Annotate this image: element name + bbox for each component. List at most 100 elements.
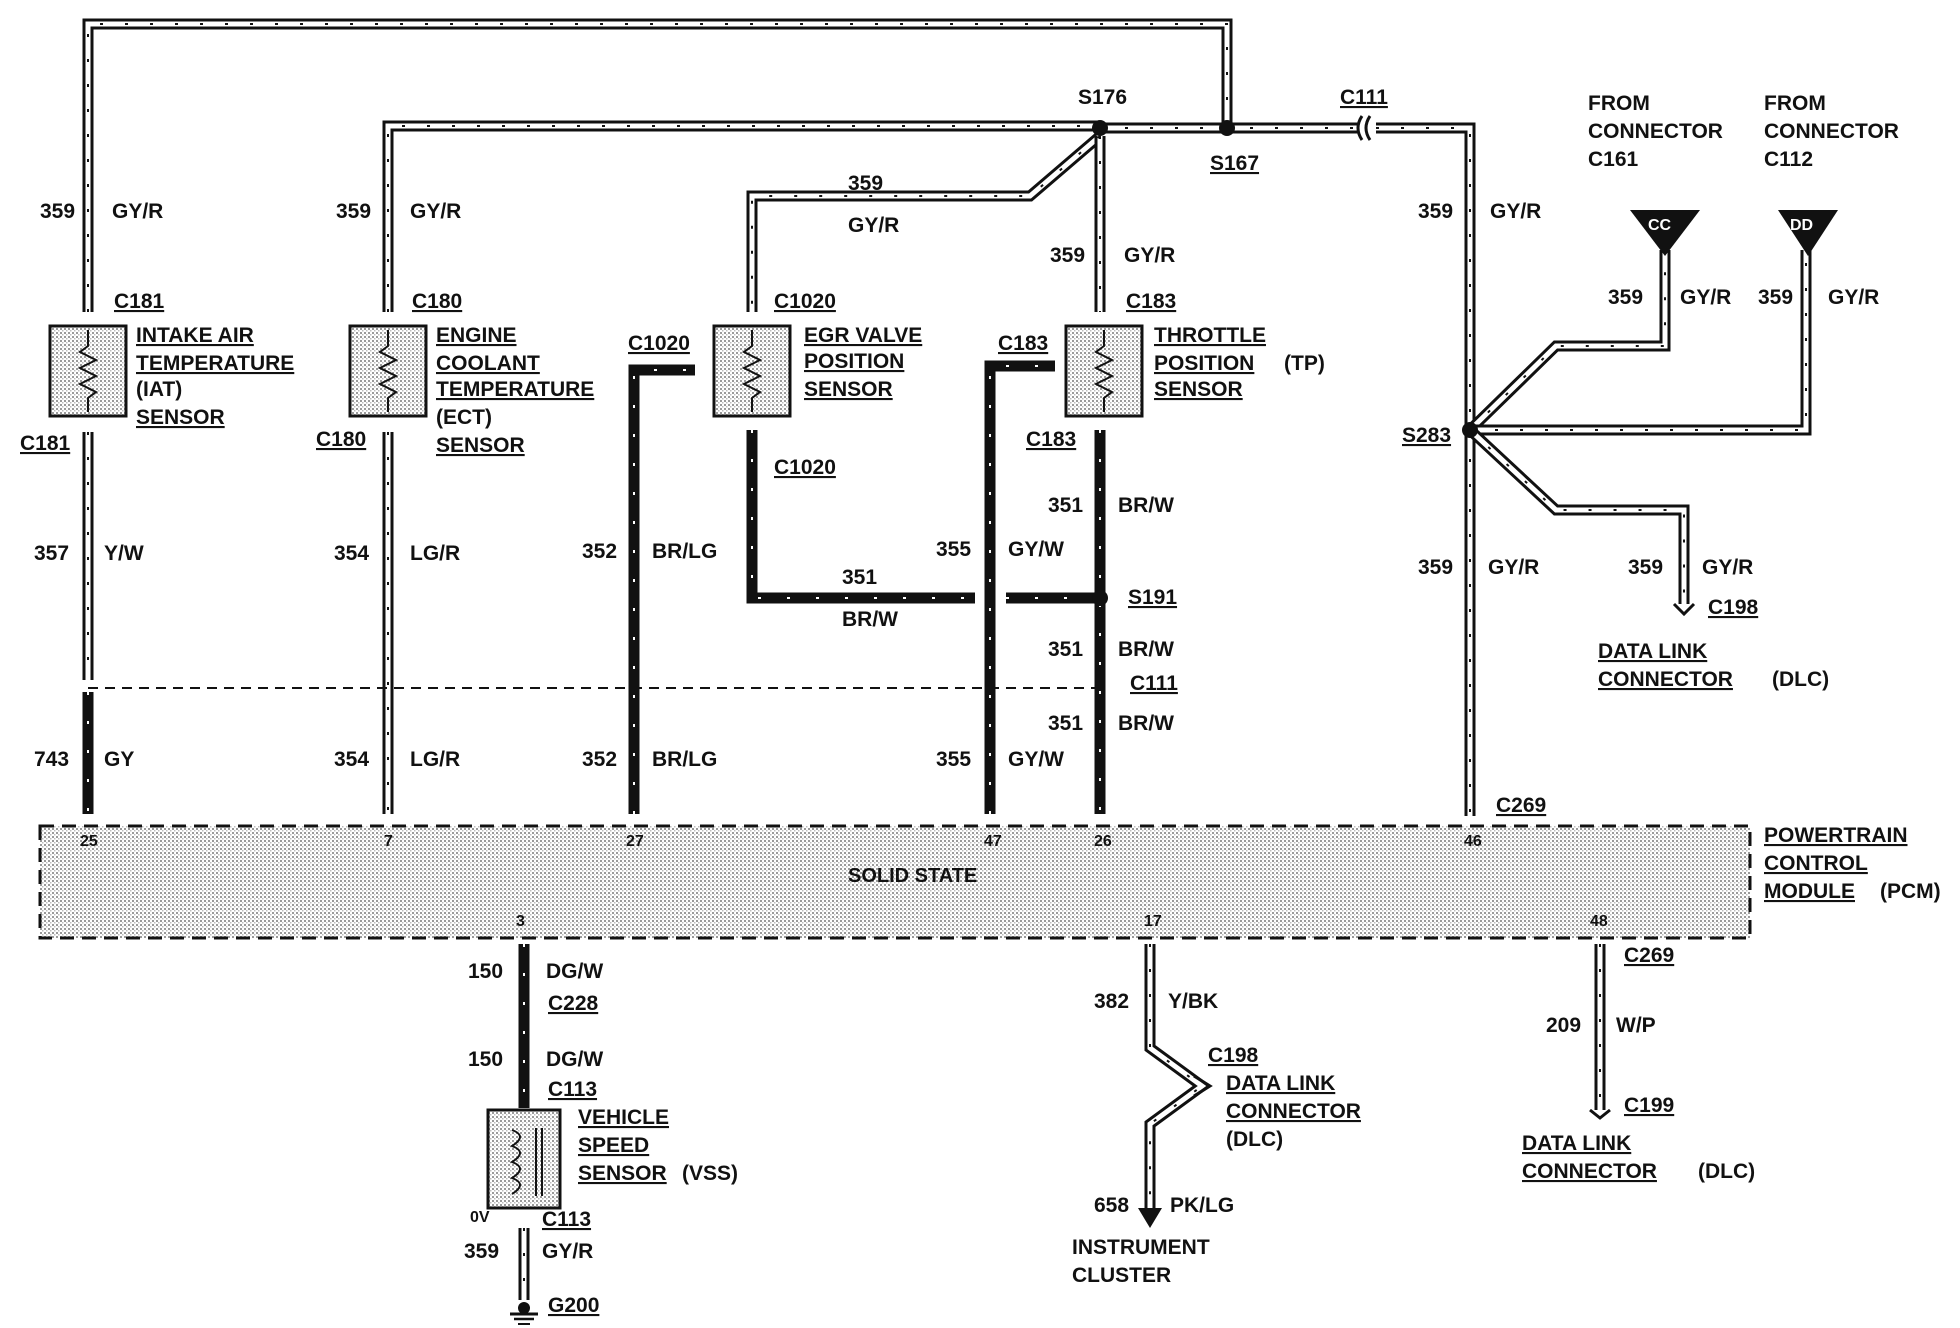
connector-c180-label: C180 — [316, 428, 366, 451]
wire-color: GY/R — [1490, 200, 1541, 223]
wire-color: GY/R — [1488, 556, 1539, 579]
wire-359-ect-hatch — [387, 125, 1100, 312]
pcm-name: MODULE — [1764, 880, 1855, 903]
iat-sensor-label: TEMPERATURE — [136, 352, 294, 375]
connector-c183-label: C183 — [1026, 428, 1076, 451]
resistor-icon — [1093, 330, 1115, 412]
vss-sensor-label: SENSOR — [578, 1162, 667, 1185]
wire-color: PK/LG — [1170, 1194, 1234, 1217]
wire-359-c161-hatch — [1469, 250, 1666, 431]
splice-s167-dot-icon — [1219, 120, 1235, 136]
from-connector-label: FROM — [1764, 92, 1826, 115]
wire-color: GY — [104, 748, 134, 771]
wire-359-dlc — [1468, 428, 1687, 604]
connector-cc-label: CC — [1648, 217, 1672, 234]
wire-359-trunk-b-hatch — [1376, 127, 1471, 816]
egr-sensor-label: EGR VALVE — [804, 324, 922, 347]
wire-color: LG/R — [410, 542, 460, 565]
connector-c199-label: C199 — [1624, 1094, 1674, 1117]
pcm-name: CONTROL — [1764, 852, 1868, 875]
dlc-label: CONNECTOR — [1522, 1160, 1657, 1183]
splice-s191-label: S191 — [1128, 586, 1177, 609]
iat-sensor-label: (IAT) — [136, 378, 182, 401]
tp-sensor-label: (TP) — [1284, 352, 1325, 375]
dlc-label: CONNECTOR — [1598, 668, 1733, 691]
from-connector-label: C112 — [1764, 148, 1813, 171]
arrow-down-icon — [1138, 1208, 1162, 1228]
dlc-label: (DLC) — [1772, 668, 1829, 691]
wire-color: Y/W — [104, 542, 144, 565]
wire-num: 150 — [468, 960, 503, 983]
connector-c111-label: C111 — [1130, 672, 1178, 695]
egr-sensor-label: SENSOR — [804, 378, 893, 401]
wire-color: BR/W — [1118, 494, 1174, 517]
wire-359-trunk-b-outline — [1376, 122, 1476, 816]
connector-c113-label: C113 — [548, 1078, 597, 1101]
splice-s167-label: S167 — [1210, 152, 1259, 175]
wire-color: LG/R — [410, 748, 460, 771]
wire-color: BR/W — [1118, 712, 1174, 735]
pcm-pin: 25 — [80, 833, 98, 850]
wire-color: BR/LG — [652, 748, 717, 771]
wire-351-egr — [746, 430, 975, 604]
dlc-label: CONNECTOR — [1226, 1100, 1361, 1123]
instrument-cluster-label: INSTRUMENT — [1072, 1236, 1210, 1259]
connector-c161-icon — [1630, 210, 1700, 256]
wire-355 — [984, 360, 1055, 814]
pcm-center-label: SOLID STATE — [848, 865, 977, 887]
instrument-cluster-label: CLUSTER — [1072, 1264, 1171, 1287]
pcm-pin: 7 — [384, 833, 393, 850]
wire-color: BR/W — [842, 608, 898, 631]
wire-color: GY/R — [848, 214, 899, 237]
pcm-pin: 46 — [1464, 833, 1482, 850]
iat-sensor-label: SENSOR — [136, 406, 225, 429]
splice-s176-dot-icon — [1092, 120, 1108, 136]
wire-num: 357 — [34, 542, 69, 565]
connector-c180-label: C180 — [412, 290, 462, 313]
ect-sensor-label: TEMPERATURE — [436, 378, 594, 401]
wire-359-egr — [749, 134, 1102, 312]
wire-color: GY/R — [1124, 244, 1175, 267]
dlc-label: (DLC) — [1698, 1160, 1755, 1183]
connector-c198-dlc-icon — [1193, 1074, 1213, 1098]
iat-sensor-label: INTAKE AIR — [136, 324, 254, 347]
wire-num: 351 — [842, 566, 877, 589]
wire-color: GY/W — [1008, 538, 1064, 561]
connector-c199-icon — [1589, 1108, 1611, 1120]
wire-num: 352 — [582, 540, 617, 563]
wire-352-hatch — [633, 369, 695, 814]
splice-s176-label: S176 — [1078, 86, 1127, 109]
dlc-label: DATA LINK — [1226, 1072, 1335, 1095]
wire-num: 658 — [1094, 1194, 1129, 1217]
ground-g200-label: G200 — [548, 1294, 599, 1317]
wire-num: 359 — [1628, 556, 1663, 579]
wire-color: GY/R — [1680, 286, 1731, 309]
resistor-icon — [377, 330, 399, 412]
wire-color: GY/R — [112, 200, 163, 223]
ect-sensor-label: COOLANT — [436, 352, 540, 375]
wire-num: 355 — [936, 538, 971, 561]
vss-sensor-label: VEHICLE — [578, 1106, 669, 1129]
wire-num: 354 — [334, 542, 369, 565]
wire-num: 359 — [848, 172, 883, 195]
wire-359-trunk-b — [1376, 125, 1473, 816]
wire-color: Y/BK — [1168, 990, 1218, 1013]
connector-c198-label: C198 — [1708, 596, 1759, 619]
tp-sensor-label: THROTTLE — [1154, 324, 1266, 347]
connector-c181-label: C181 — [114, 290, 165, 313]
wire-382 — [1147, 944, 1207, 1210]
dlc-label: DATA LINK — [1598, 640, 1707, 663]
connector-c113-label: C113 — [542, 1208, 591, 1231]
pcm-pin: 3 — [516, 913, 525, 930]
from-connector-label: FROM — [1588, 92, 1650, 115]
wire-359-c112-hatch — [1470, 250, 1807, 431]
connector-c183-label: C183 — [998, 332, 1048, 355]
wire-num: 359 — [1418, 200, 1453, 223]
sensors-group — [48, 324, 1144, 1210]
wire-color: BR/W — [1118, 638, 1174, 661]
wire-num: 359 — [40, 200, 75, 223]
pcm-pin: 48 — [1590, 913, 1608, 930]
tp-sensor-label: POSITION — [1154, 352, 1254, 375]
vss-sensor-label: (VSS) — [682, 1162, 738, 1185]
